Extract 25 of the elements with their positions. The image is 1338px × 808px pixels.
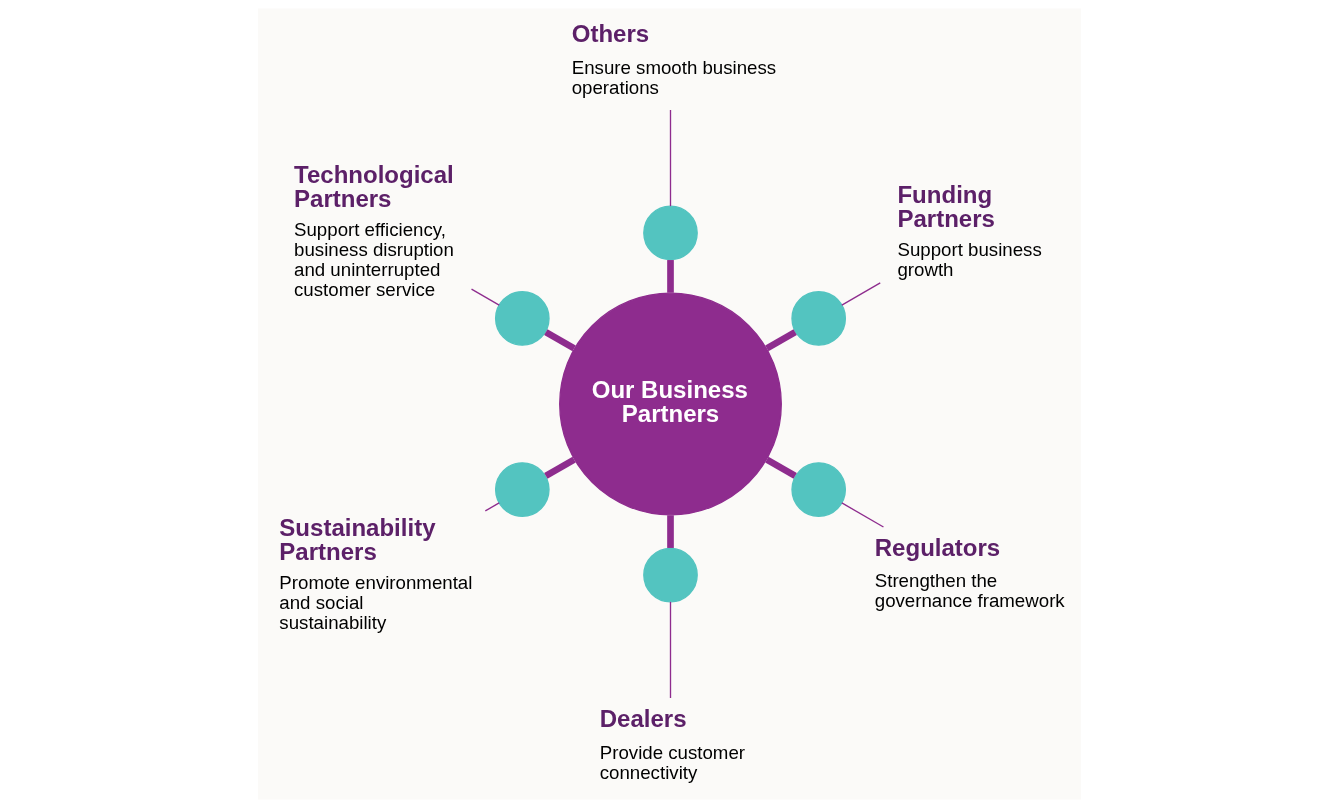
- node-circle: [790, 462, 846, 517]
- node-text: Technological Partners Support efficiency, business disruption and uninterrupted customer service: [293, 160, 454, 300]
- connector: [543, 329, 576, 352]
- connector: [764, 456, 797, 479]
- node-circle: [642, 547, 698, 603]
- connector: [666, 260, 674, 293]
- node-text: Others Ensure smooth business operations: [571, 20, 776, 99]
- node-text: Sustainability Partners Promote environmental and social sustainability: [278, 513, 472, 633]
- connector: [840, 502, 884, 528]
- connector: [666, 515, 674, 548]
- connector: [470, 288, 500, 306]
- connector: [669, 601, 671, 699]
- node-circle: [790, 291, 846, 346]
- node-text: Funding Partners Support business growth: [896, 180, 1042, 280]
- connector: [840, 282, 881, 306]
- node-circle: Our Business Partners: [558, 292, 782, 516]
- node-text: Regulators Strengthen the governance framework: [874, 533, 1065, 612]
- node-text: Dealers Provide customer connectivity: [599, 704, 745, 783]
- connector: [669, 109, 671, 207]
- connector: [543, 456, 576, 479]
- node-circle: [494, 462, 550, 517]
- connector: [484, 502, 500, 512]
- node-circle: [494, 291, 550, 346]
- connector: [764, 329, 797, 352]
- node-circle: [642, 205, 698, 261]
